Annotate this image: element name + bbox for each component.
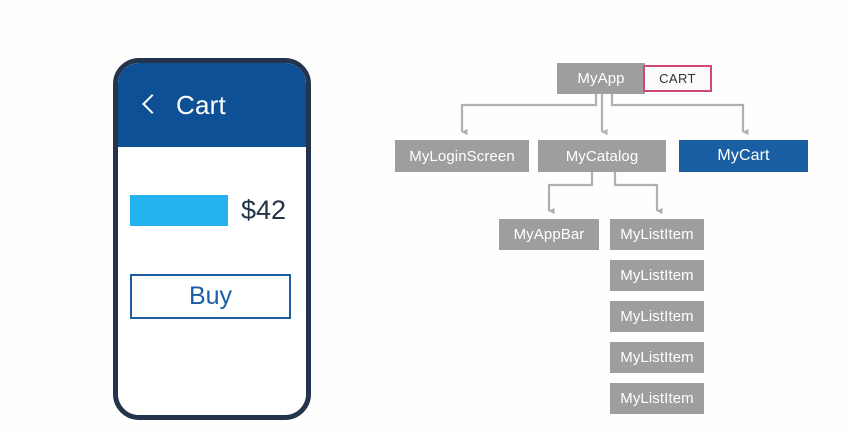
tree-node-myloginscreen[interactable]: MyLoginScreen [395, 140, 529, 172]
item-thumbnail-swatch [130, 194, 228, 226]
tree-node-mycatalog[interactable]: MyCatalog [538, 140, 666, 172]
tree-node-mycart[interactable]: MyCart [679, 140, 808, 172]
phone-mockup: Cart $42 Buy [113, 58, 311, 420]
tree-node-mylistitem[interactable]: MyListItem [610, 342, 704, 373]
cart-badge[interactable]: CART [643, 65, 712, 92]
tree-node-myapp[interactable]: MyApp [557, 63, 645, 94]
phone-app-bar: Cart [118, 63, 306, 147]
phone-screen-title: Cart [176, 89, 226, 120]
tree-node-mylistitem[interactable]: MyListItem [610, 383, 704, 414]
phone-content: $42 Buy [118, 147, 306, 415]
tree-node-mylistitem[interactable]: MyListItem [610, 260, 704, 291]
tree-node-mylistitem[interactable]: MyListItem [610, 219, 704, 250]
cart-line-item: $42 [130, 194, 294, 226]
buy-button[interactable]: Buy [130, 274, 291, 319]
item-price-label: $42 [241, 194, 287, 225]
tree-node-mylistitem[interactable]: MyListItem [610, 301, 704, 332]
tree-node-myappbar[interactable]: MyAppBar [499, 219, 599, 250]
